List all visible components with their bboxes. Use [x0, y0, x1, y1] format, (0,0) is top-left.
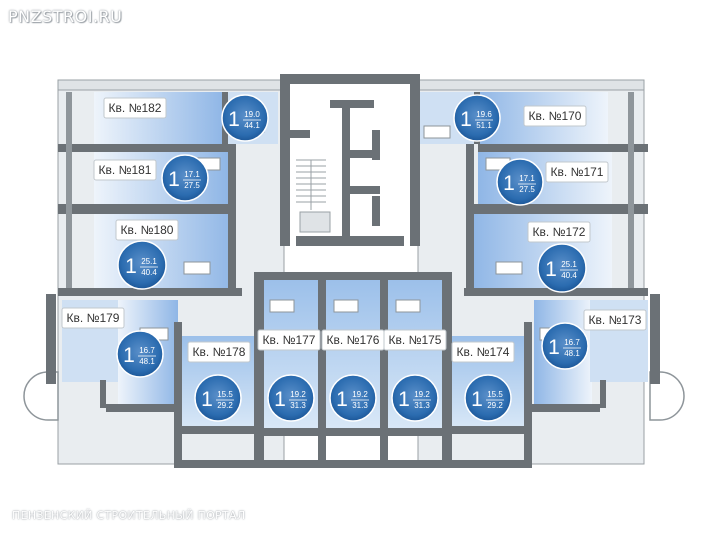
apartment-label: Кв. №181: [99, 163, 152, 177]
apartment-174[interactable]: Кв. №174 1 15.5 29.2: [451, 341, 515, 422]
apartment-181[interactable]: Кв. №181 1 17.1 27.5: [93, 154, 209, 202]
apartment-label: Кв. №176: [327, 333, 380, 347]
living-area: 19.2: [290, 390, 306, 399]
rooms-count: 1: [398, 388, 410, 411]
rooms-count: 1: [274, 388, 286, 411]
apartment-label: Кв. №178: [193, 345, 246, 359]
apartment-label: Кв. №170: [529, 109, 582, 123]
badge: 1 19.0 44.1: [221, 94, 269, 142]
total-area: 48.1: [139, 357, 155, 366]
apartment-label: Кв. №172: [533, 225, 586, 239]
rooms-count: 1: [168, 168, 180, 191]
badge: 1 17.1 27.5: [496, 158, 544, 206]
apartment-170[interactable]: Кв. №170 1 19.6 51.1: [453, 94, 587, 142]
apartment-172[interactable]: Кв. №172 1 25.1 40.4: [527, 221, 591, 293]
living-area: 19.2: [352, 390, 368, 399]
rooms-count: 1: [228, 108, 240, 131]
badge: 1 19.2 31.3: [391, 374, 439, 422]
badge: 1 16.7 48.1: [116, 330, 164, 378]
total-area: 40.4: [141, 268, 157, 277]
rooms-count: 1: [471, 388, 483, 411]
rooms-count: 1: [545, 258, 557, 281]
total-area: 27.5: [184, 181, 200, 190]
living-area: 16.7: [564, 338, 580, 347]
apartment-label: Кв. №177: [263, 333, 316, 347]
badge: 1 19.2 31.3: [329, 374, 377, 422]
total-area: 44.1: [244, 121, 260, 130]
watermark-caption: ПЕНЗЕНСКИЙ СТРОИТЕЛЬНЫЙ ПОРТАЛ: [12, 509, 246, 522]
rooms-count: 1: [336, 388, 348, 411]
total-area: 29.2: [217, 401, 233, 410]
badge: 1 17.1 27.5: [161, 154, 209, 202]
rooms-count: 1: [125, 255, 137, 278]
total-area: 40.4: [561, 271, 577, 280]
apartment-label: Кв. №180: [121, 223, 174, 237]
apartment-179[interactable]: Кв. №179 1 16.7 48.1: [61, 307, 164, 378]
apartment-180[interactable]: Кв. №180 1 25.1 40.4: [115, 219, 179, 290]
apartment-177[interactable]: Кв. №177 1 19.2 31.3: [257, 329, 321, 422]
watermark-logo: PNZSTROI.RU: [8, 7, 123, 26]
badge: 1 16.7 48.1: [541, 322, 589, 370]
badge: 1 25.1 40.4: [537, 243, 587, 293]
living-area: 17.1: [184, 170, 200, 179]
badge: 1 19.6 51.1: [453, 94, 501, 142]
apartment-175[interactable]: Кв. №175 1 19.2 31.3: [383, 329, 447, 422]
total-area: 31.3: [352, 401, 368, 410]
apartment-label: Кв. №171: [551, 165, 604, 179]
apartment-label: Кв. №174: [457, 345, 510, 359]
living-area: 15.5: [217, 390, 233, 399]
rooms-count: 1: [201, 388, 213, 411]
apartment-176[interactable]: Кв. №176 1 19.2 31.3: [321, 329, 385, 422]
badge: 1 15.5 29.2: [464, 374, 512, 422]
living-area: 19.2: [414, 390, 430, 399]
total-area: 51.1: [476, 121, 492, 130]
living-area: 16.7: [139, 346, 155, 355]
total-area: 31.3: [414, 401, 430, 410]
rooms-count: 1: [123, 344, 135, 367]
rooms-count: 1: [460, 108, 472, 131]
living-area: 25.1: [141, 257, 157, 266]
total-area: 48.1: [564, 349, 580, 358]
apartment-173[interactable]: Кв. №173 1 16.7 48.1: [541, 309, 647, 370]
apartment-label: Кв. №175: [389, 333, 442, 347]
badge: 1 15.5 29.2: [194, 374, 242, 422]
badge: 1 25.1 40.4: [117, 240, 167, 290]
living-area: 19.6: [476, 110, 492, 119]
living-area: 19.0: [244, 110, 260, 119]
total-area: 27.5: [519, 185, 535, 194]
badge: 1 19.2 31.3: [267, 374, 315, 422]
living-area: 25.1: [561, 260, 577, 269]
stair-core: [280, 74, 420, 246]
total-area: 29.2: [487, 401, 503, 410]
total-area: 31.3: [290, 401, 306, 410]
rooms-count: 1: [548, 336, 560, 359]
rooms-count: 1: [503, 172, 515, 195]
apartment-label: Кв. №179: [67, 311, 120, 325]
apartment-182[interactable]: Кв. №182 1 19.0 44.1: [103, 94, 269, 142]
living-area: 17.1: [519, 174, 535, 183]
apartment-label: Кв. №182: [109, 101, 162, 115]
apartment-label: Кв. №173: [589, 313, 642, 327]
living-area: 15.5: [487, 390, 503, 399]
apartment-171[interactable]: Кв. №171 1 17.1 27.5: [496, 158, 609, 206]
apartment-178[interactable]: Кв. №178 1 15.5 29.2: [187, 341, 251, 422]
